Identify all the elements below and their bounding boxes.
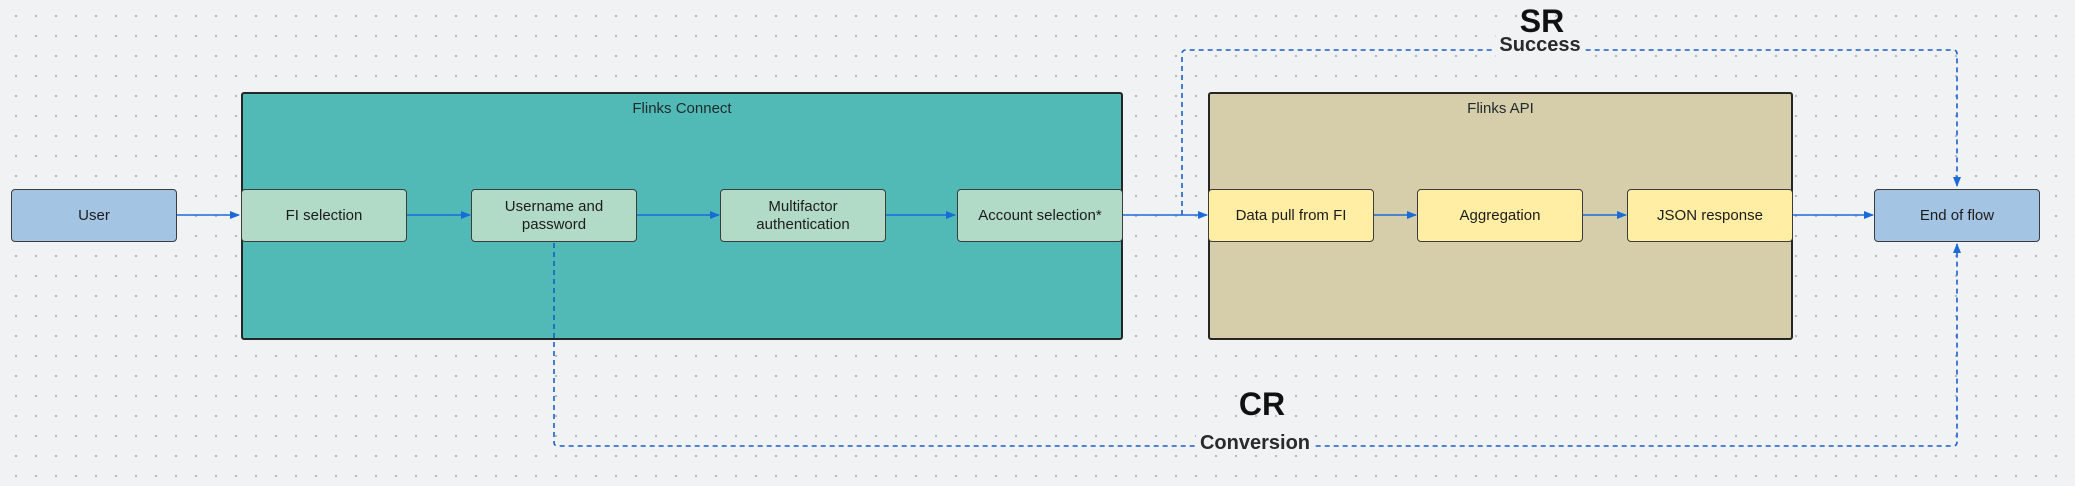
username-password-node: Username and password — [471, 189, 637, 242]
conversion-label: Conversion — [1195, 432, 1315, 455]
data-pull-node: Data pull from FI — [1208, 189, 1374, 242]
account-selection-node: Account selection* — [957, 189, 1123, 242]
success-rate-label: SR — [1519, 3, 1565, 39]
json-response-node: JSON response — [1627, 189, 1793, 242]
end-of-flow-node: End of flow — [1874, 189, 2040, 242]
conversion-rate-label: CR — [1238, 386, 1286, 422]
fi-selection-node: FI selection — [241, 189, 407, 242]
mfa-node: Multifactor authentication — [720, 189, 886, 242]
success-label: Success — [1495, 34, 1585, 57]
flinks-api-title: Flinks API — [1467, 100, 1534, 117]
aggregation-node: Aggregation — [1417, 189, 1583, 242]
flinks-connect-title: Flinks Connect — [632, 100, 732, 117]
user-node: User — [11, 189, 177, 242]
